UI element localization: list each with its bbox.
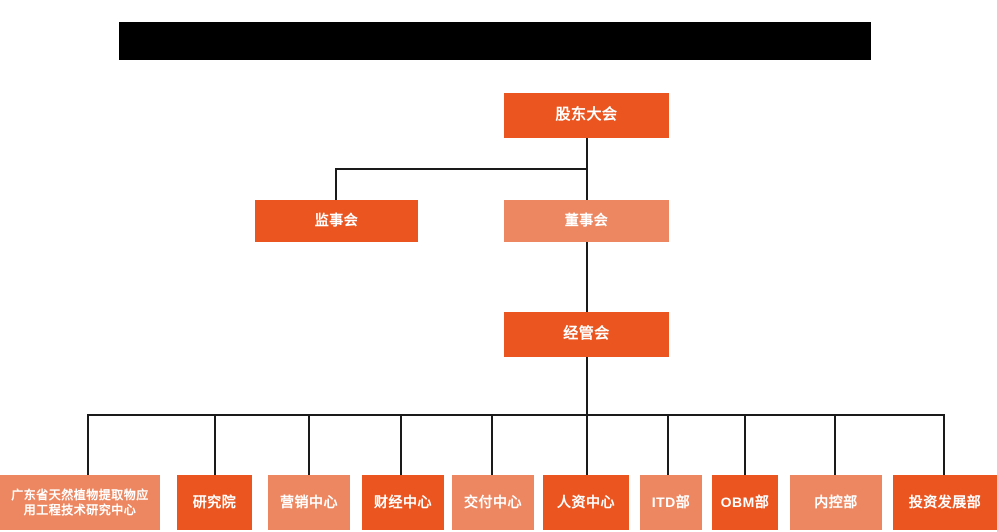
node-label-gd-center: 广东省天然植物提取物应 用工程技术研究中心 — [11, 487, 149, 517]
connector-to-supervisors — [335, 168, 337, 200]
node-hr-center[interactable]: 人资中心 — [543, 475, 629, 530]
connector-to-directors — [586, 168, 588, 200]
node-label-management: 经管会 — [563, 325, 610, 343]
node-label-internal-control-dept: 内控部 — [814, 493, 858, 510]
connector-drop-research-institute — [214, 414, 216, 475]
node-shareholders[interactable]: 股东大会 — [504, 93, 669, 138]
connector-drop-marketing-center — [308, 414, 310, 475]
node-label-finance-center: 财经中心 — [374, 493, 432, 510]
connector-drop-internal-control-dept — [834, 414, 836, 475]
node-management[interactable]: 经管会 — [504, 312, 669, 357]
node-label-marketing-center: 营销中心 — [280, 493, 338, 510]
node-marketing-center[interactable]: 营销中心 — [268, 475, 350, 530]
connector-drop-gd-center — [87, 414, 89, 475]
node-label-obm-dept: OBM部 — [720, 493, 770, 510]
node-directors[interactable]: 董事会 — [504, 200, 669, 242]
node-label-shareholders: 股东大会 — [555, 106, 618, 124]
node-label-delivery-center: 交付中心 — [464, 493, 522, 510]
connector-level2-bus — [335, 168, 588, 170]
node-label-supervisors: 监事会 — [314, 212, 359, 229]
node-label-itd-dept: ITD部 — [651, 493, 691, 510]
connector-drop-finance-center — [400, 414, 402, 475]
node-obm-dept[interactable]: OBM部 — [712, 475, 778, 530]
connector-drop-hr-center — [586, 414, 588, 475]
node-supervisors[interactable]: 监事会 — [255, 200, 418, 242]
node-delivery-center[interactable]: 交付中心 — [452, 475, 534, 530]
node-internal-control-dept[interactable]: 内控部 — [790, 475, 882, 530]
node-itd-dept[interactable]: ITD部 — [640, 475, 702, 530]
node-research-institute[interactable]: 研究院 — [177, 475, 252, 530]
node-label-research-institute: 研究院 — [192, 493, 237, 510]
connector-drop-delivery-center — [491, 414, 493, 475]
redacted-title-bar — [119, 22, 871, 60]
node-label-investment-dev-dept: 投资发展部 — [908, 493, 982, 510]
connector-drop-obm-dept — [744, 414, 746, 475]
node-gd-center[interactable]: 广东省天然植物提取物应 用工程技术研究中心 — [0, 475, 160, 530]
connector-drop-itd-dept — [667, 414, 669, 475]
node-label-directors: 董事会 — [564, 212, 609, 229]
connector-drop-investment-dev-dept — [943, 414, 945, 475]
connector-departments-bus — [87, 414, 944, 416]
connector-directors-to-management — [586, 242, 588, 312]
connector-shareholders-down — [586, 138, 588, 170]
node-finance-center[interactable]: 财经中心 — [362, 475, 444, 530]
node-label-hr-center: 人资中心 — [557, 493, 615, 510]
node-investment-dev-dept[interactable]: 投资发展部 — [893, 475, 997, 530]
connector-management-down — [586, 357, 588, 415]
